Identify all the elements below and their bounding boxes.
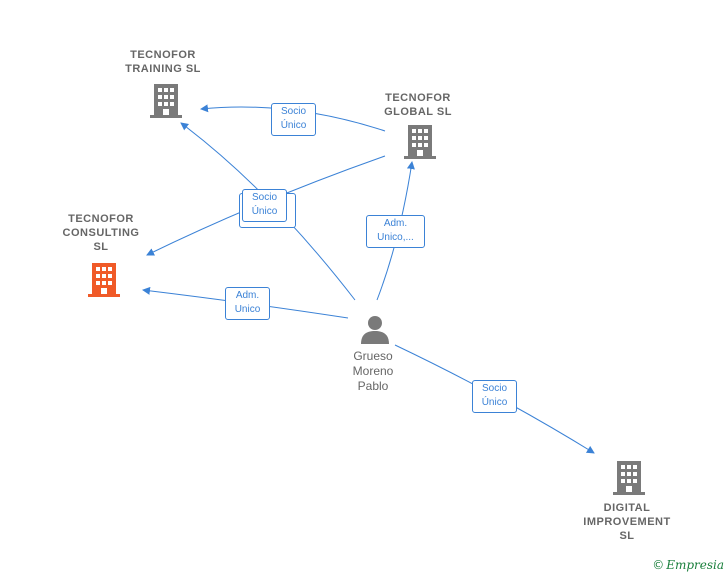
person-icon xyxy=(360,314,390,349)
copyright-symbol: © xyxy=(652,558,665,572)
edge-label-global-training: Socio Único xyxy=(271,103,316,136)
empresia-logo[interactable]: ©Empresia xyxy=(652,558,724,572)
edge-label-person-consulting: Adm. Unico xyxy=(225,287,270,320)
building-icon xyxy=(404,125,436,164)
building-icon xyxy=(88,263,120,302)
brand-name: Empresia xyxy=(666,558,724,572)
edge-label-global-consulting: Socio Único xyxy=(242,189,287,222)
company-label-tecnofor-consulting[interactable]: TECNOFOR CONSULTING SL xyxy=(62,213,140,253)
edge-label-person-digital: Socio Único xyxy=(472,380,517,413)
building-icon xyxy=(613,461,645,500)
building-icon xyxy=(150,84,182,123)
edge-label-person-global: Adm. Unico,... xyxy=(366,215,425,248)
company-label-tecnofor-training[interactable]: TECNOFOR TRAINING SL xyxy=(125,49,201,75)
company-label-digital-improvement[interactable]: DIGITAL IMPROVEMENT SL xyxy=(583,502,671,542)
company-label-tecnofor-global[interactable]: TECNOFOR GLOBAL SL xyxy=(384,92,452,118)
person-label-grueso-moreno-pablo[interactable]: Grueso Moreno Pablo xyxy=(352,349,394,393)
